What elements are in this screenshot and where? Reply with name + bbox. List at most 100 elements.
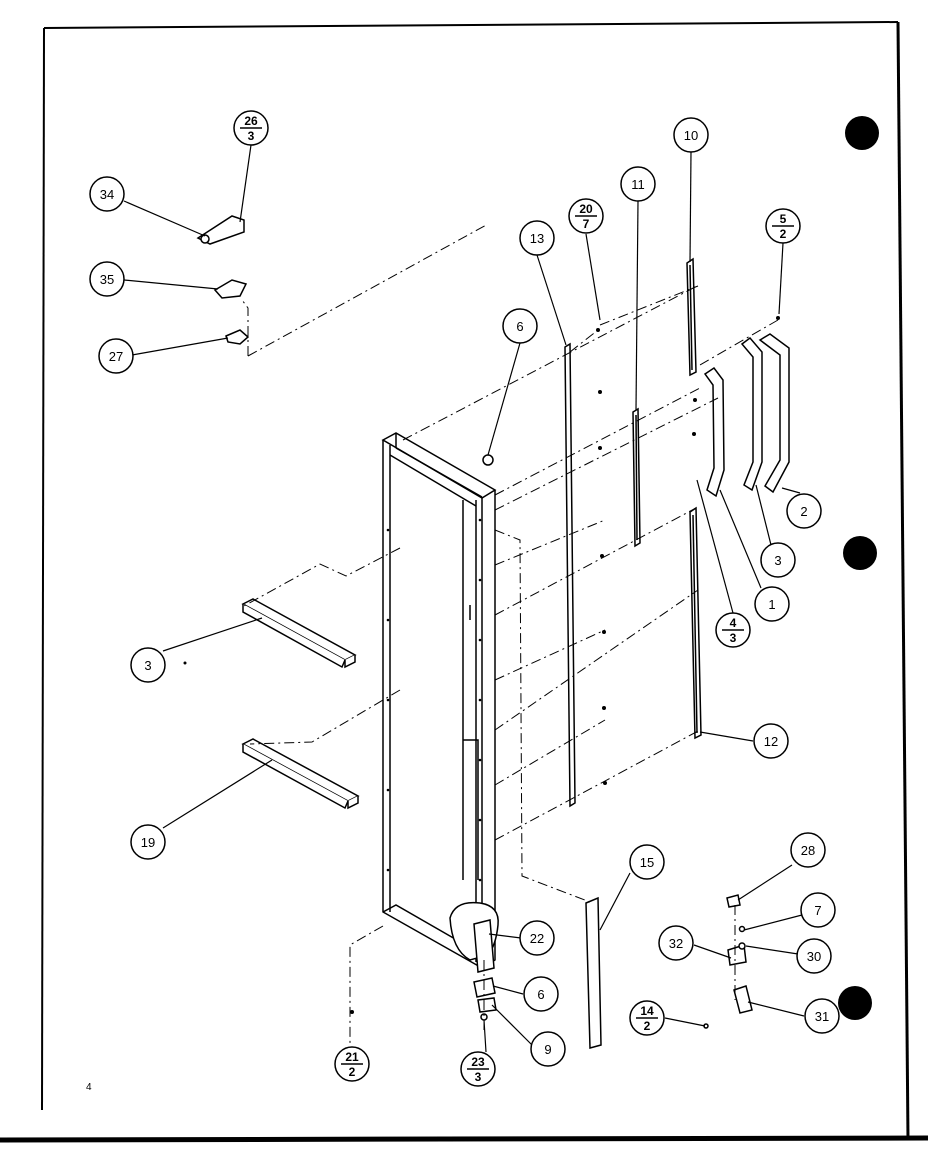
curved-trims	[703, 333, 790, 498]
callout-denominator: 2	[349, 1065, 356, 1079]
callout-circle	[89, 261, 125, 297]
callout-numerator: 26	[244, 114, 258, 128]
callout-13: 13	[519, 220, 555, 256]
callout-circle	[98, 338, 134, 374]
page-border	[0, 21, 928, 1143]
callout-number: 10	[684, 128, 698, 143]
shelf-rail-lower	[241, 738, 360, 810]
callout-numerator: 20	[579, 202, 593, 216]
callouts: 3426335271011207135262314312319152873230…	[89, 110, 840, 1087]
callout-31: 31	[804, 998, 840, 1034]
callout-2: 2	[786, 493, 822, 529]
callout-21-2: 212	[334, 1046, 370, 1082]
callout-numerator: 21	[345, 1050, 359, 1064]
callout-12: 12	[753, 723, 789, 759]
strip-11	[632, 407, 641, 548]
strip-15	[585, 896, 602, 1049]
callout-circle	[753, 723, 789, 759]
callout-1: 1	[754, 586, 790, 622]
callout-denominator: 2	[644, 1019, 651, 1033]
callout-number: 34	[100, 187, 114, 202]
bottom-hinge-parts	[473, 919, 497, 1021]
callout-circle	[130, 647, 166, 683]
callout-number: 3	[144, 658, 151, 673]
callout-26-3: 263	[233, 110, 269, 146]
callout-circle	[519, 220, 555, 256]
callout-number: 6	[516, 319, 523, 334]
callout-22: 22	[519, 920, 555, 956]
callout-3b: 3	[130, 647, 166, 683]
callout-30: 30	[796, 938, 832, 974]
callout-number: 13	[530, 231, 544, 246]
callout-32: 32	[658, 925, 694, 961]
callout-circle	[519, 920, 555, 956]
callout-34: 34	[89, 176, 125, 212]
callout-circle	[620, 166, 656, 202]
callout-4-3: 43	[715, 612, 751, 648]
callout-15: 15	[629, 844, 665, 880]
frame-rivets	[386, 518, 482, 882]
callout-number: 31	[815, 1009, 829, 1024]
page-number: 4	[86, 1082, 92, 1093]
top-hinge-parts	[196, 215, 250, 345]
callout-circle	[790, 832, 826, 868]
callout-11: 11	[620, 166, 656, 202]
callout-9: 9	[530, 1031, 566, 1067]
callout-numerator: 14	[640, 1004, 654, 1018]
shelf-rail-upper	[241, 598, 357, 669]
callout-number: 28	[801, 843, 815, 858]
callout-circle	[673, 117, 709, 153]
binder-hole-middle	[843, 536, 877, 570]
callout-circle	[760, 542, 796, 578]
binder-hole-top	[845, 116, 879, 150]
callout-19: 19	[130, 824, 166, 860]
callout-27: 27	[98, 338, 134, 374]
binder-hole-bottom	[838, 986, 872, 1020]
callout-circle	[658, 925, 694, 961]
callout-number: 9	[544, 1042, 551, 1057]
callout-7: 7	[800, 892, 836, 928]
callout-number: 30	[807, 949, 821, 964]
callout-denominator: 7	[583, 217, 590, 231]
callout-denominator: 2	[780, 227, 787, 241]
callout-number: 6	[537, 987, 544, 1002]
callout-denominator: 3	[475, 1070, 482, 1084]
callout-number: 1	[768, 597, 775, 612]
callout-number: 32	[669, 936, 683, 951]
callout-number: 15	[640, 855, 654, 870]
callout-circle	[502, 308, 538, 344]
callout-circle	[800, 892, 836, 928]
callout-denominator: 3	[730, 631, 737, 645]
callout-20-7: 207	[568, 198, 604, 234]
callout-23-3: 233	[460, 1051, 496, 1087]
callout-circle	[130, 824, 166, 860]
callout-10: 10	[673, 117, 709, 153]
callout-numerator: 4	[730, 616, 737, 630]
alignment-lines	[241, 223, 779, 1045]
callout-circle	[786, 493, 822, 529]
callout-numerator: 5	[780, 212, 787, 226]
callout-28: 28	[790, 832, 826, 868]
callout-14-2: 142	[629, 1000, 665, 1036]
leader-lines	[123, 144, 805, 1053]
strip-10	[686, 257, 697, 377]
callout-number: 11	[631, 177, 645, 192]
callout-6a: 6	[502, 308, 538, 344]
callout-number: 2	[800, 504, 807, 519]
callout-number: 27	[109, 349, 123, 364]
callout-number: 12	[764, 734, 778, 749]
callout-circle	[796, 938, 832, 974]
callout-number: 35	[100, 272, 114, 287]
callout-number: 7	[814, 903, 821, 918]
callout-numerator: 23	[471, 1055, 485, 1069]
callout-6b: 6	[523, 976, 559, 1012]
strip-12	[689, 506, 702, 740]
callout-circle	[89, 176, 125, 212]
callout-number: 22	[530, 931, 544, 946]
callout-5-2: 52	[765, 208, 801, 244]
callout-circle	[754, 586, 790, 622]
callout-circle	[629, 844, 665, 880]
callout-number: 19	[141, 835, 155, 850]
callout-circle	[530, 1031, 566, 1067]
